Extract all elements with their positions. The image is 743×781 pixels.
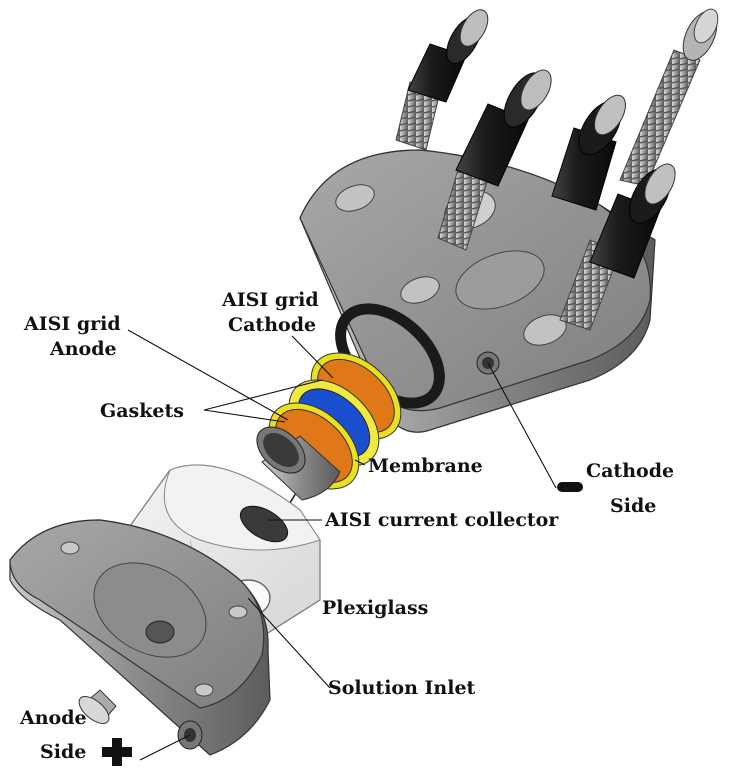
label-gaskets: Gaskets bbox=[100, 400, 184, 422]
label-aisi-grid-anode-line2: Anode bbox=[49, 338, 117, 360]
label-aisi-grid-anode-line1: AISI grid bbox=[23, 313, 121, 335]
anode-side-screw bbox=[78, 689, 117, 724]
label-plexiglass: Plexiglass bbox=[322, 597, 428, 619]
label-aisi-grid-cathode-line1: AISI grid bbox=[221, 289, 319, 311]
label-cathode-side-line1: Cathode bbox=[586, 460, 674, 482]
bolt-back-right bbox=[619, 8, 719, 187]
anode-end-plate bbox=[9, 519, 271, 756]
bolt-back-left bbox=[395, 9, 489, 151]
label-aisi-grid-cathode-line2: Cathode bbox=[228, 314, 316, 336]
plus-sign-icon bbox=[102, 738, 132, 766]
label-cathode-side-line2: Side bbox=[610, 495, 656, 517]
bolt-front-center bbox=[437, 69, 552, 251]
bolt-front-right bbox=[559, 163, 676, 331]
label-anode-side-line2: Side bbox=[40, 741, 86, 763]
label-solution-inlet: Solution Inlet bbox=[328, 677, 476, 699]
leader-lines bbox=[127, 329, 557, 761]
bolt-front-upper bbox=[551, 94, 626, 211]
minus-sign-icon bbox=[557, 482, 583, 492]
label-aisi-current-collector: AISI current collector bbox=[324, 509, 559, 531]
aisi-current-collector bbox=[256, 426, 341, 501]
label-membrane: Membrane bbox=[368, 455, 483, 477]
label-anode-side-line1: Anode bbox=[19, 707, 87, 729]
